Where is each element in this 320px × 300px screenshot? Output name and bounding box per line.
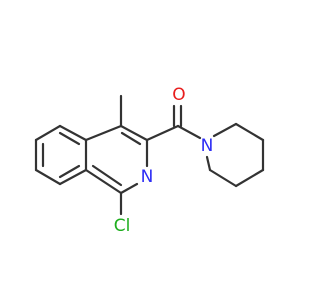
bond bbox=[208, 168, 238, 188]
double-bond-inner bbox=[120, 131, 142, 146]
bond bbox=[212, 122, 238, 138]
bond bbox=[205, 155, 212, 172]
amide-bond bbox=[176, 124, 202, 140]
bond bbox=[234, 168, 265, 188]
bond bbox=[119, 124, 149, 142]
bond bbox=[34, 168, 62, 186]
bond bbox=[119, 182, 139, 195]
structure-diagram: O N N Cl bbox=[34, 85, 265, 236]
oxygen-atom-label: O bbox=[172, 85, 185, 105]
chlorine-atom-label: Cl bbox=[114, 216, 131, 236]
bond bbox=[34, 124, 62, 142]
double-bond-inner bbox=[58, 164, 81, 179]
ring-nitrogen-atom-label: N bbox=[141, 167, 154, 187]
double-bond-inner bbox=[58, 131, 81, 146]
piperidine-ring bbox=[205, 122, 265, 188]
bond bbox=[58, 168, 88, 186]
molecule-canvas: O N N Cl bbox=[34, 85, 265, 236]
pyridine-ring bbox=[84, 124, 149, 195]
benzene-ring bbox=[34, 124, 88, 186]
double-bond-inner bbox=[91, 164, 123, 187]
piperidine-nitrogen-atom-label: N bbox=[201, 136, 214, 156]
carbonyl-bond bbox=[145, 124, 180, 142]
bond bbox=[84, 168, 123, 195]
bond bbox=[234, 122, 265, 142]
bond bbox=[84, 124, 123, 142]
bond bbox=[58, 124, 88, 142]
